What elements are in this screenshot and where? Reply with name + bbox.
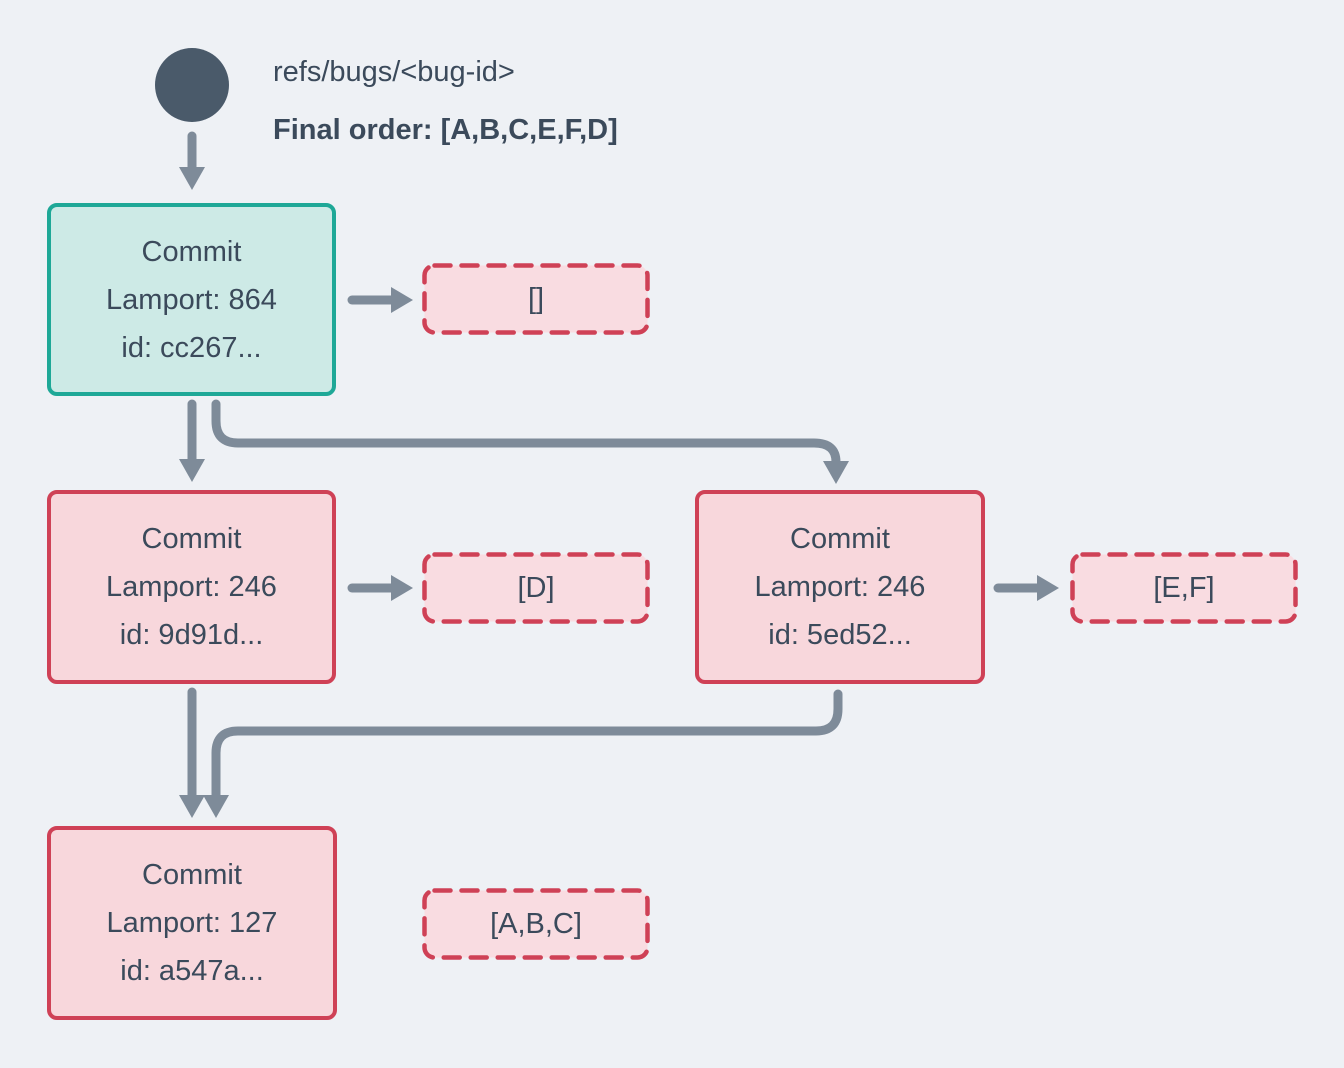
commit-title: Commit (141, 523, 242, 555)
arrowhead (203, 795, 229, 818)
commit-title: Commit (141, 235, 242, 268)
dashed-border (1070, 552, 1298, 624)
commit-node-root: Commit Lamport: 864 id: cc267... (47, 203, 336, 396)
commit-node-left: Commit Lamport: 246 id: 9d91d... (47, 490, 336, 684)
commit-id: id: cc267... (121, 331, 262, 364)
commit-title: Commit (142, 859, 242, 891)
arrowhead (823, 461, 849, 484)
arrowhead (179, 167, 205, 190)
commit-title: Commit (790, 523, 890, 555)
commit-lamport: Lamport: 864 (106, 283, 277, 316)
arrowhead (179, 795, 205, 818)
commit-lamport: Lamport: 246 (754, 571, 926, 603)
dashed-border (422, 888, 650, 960)
ops-box-left: [D] (422, 552, 650, 624)
ops-box-root: [] (422, 263, 650, 335)
final-order-label: Final order: [A,B,C,E,F,D] (273, 114, 618, 146)
arrowhead (391, 287, 413, 313)
commit-node-bottom: Commit Lamport: 127 id: a547a... (47, 826, 337, 1020)
commit-id: id: 9d91d... (119, 619, 264, 651)
arrowhead (179, 459, 205, 482)
ops-label-root: [] (527, 282, 545, 315)
dashed-border (422, 263, 650, 335)
ops-label-bottom: [A,B,C] (490, 907, 582, 940)
arrowhead (1037, 575, 1059, 601)
commit-id: id: a547a... (120, 955, 264, 987)
commit-id: id: 5ed52... (768, 619, 912, 651)
ref-circle (155, 48, 229, 122)
commit-lamport: Lamport: 246 (106, 571, 277, 603)
dashed-border (422, 552, 650, 624)
ops-box-bottom: [A,B,C] (422, 888, 650, 960)
commit-lamport: Lamport: 127 (106, 907, 278, 939)
ops-label-right: [E,F] (1153, 571, 1215, 604)
ops-label-left: [D] (517, 571, 555, 604)
commit-node-right: Commit Lamport: 246 id: 5ed52... (695, 490, 985, 684)
arrow-right-to-bottom (211, 689, 843, 801)
ref-label: refs/bugs/<bug-id> (273, 56, 515, 88)
ops-box-right: [E,F] (1070, 552, 1298, 624)
arrow-root-to-right (211, 399, 841, 467)
arrowhead (391, 575, 413, 601)
